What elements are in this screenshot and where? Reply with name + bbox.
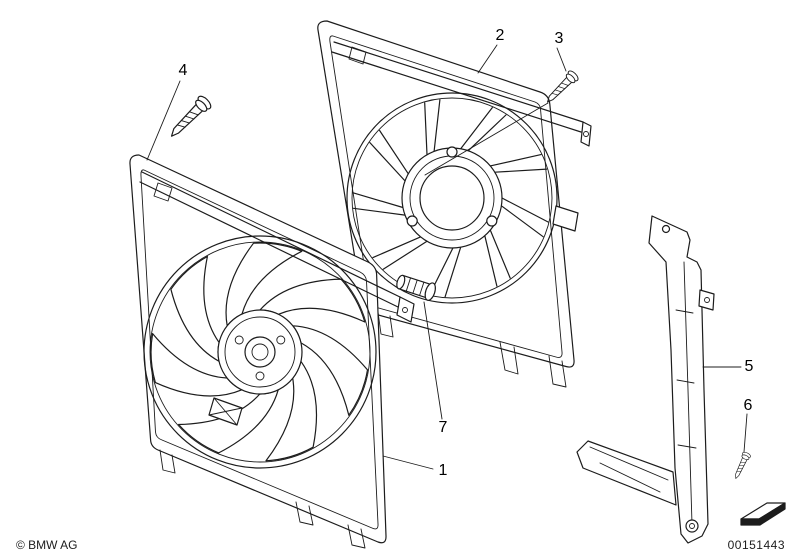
callout-2[interactable]: 2: [495, 27, 505, 44]
fan-blades: [150, 242, 369, 462]
part-4-screw: [164, 93, 214, 143]
part-7-mounting-pin: [396, 274, 436, 301]
callout-4[interactable]: 4: [178, 62, 188, 79]
part-5-bracket: [576, 215, 715, 544]
folded-sheet-icon: [740, 502, 786, 526]
callout-6[interactable]: 6: [743, 397, 753, 414]
callout-7[interactable]: 7: [438, 419, 448, 436]
part-2-fan-shroud: [317, 20, 592, 388]
part-6-screw: [731, 450, 752, 481]
shroud-spokes: [352, 99, 549, 298]
copyright-text: © BMW AG: [16, 538, 78, 552]
callout-5[interactable]: 5: [744, 358, 754, 375]
document-number: 00151443: [727, 538, 785, 552]
leader-lines: [146, 44, 748, 470]
callout-3[interactable]: 3: [554, 30, 564, 47]
part-3-screw: [542, 68, 581, 107]
part-1-fan-assembly: [129, 154, 415, 549]
callout-1[interactable]: 1: [438, 462, 448, 479]
